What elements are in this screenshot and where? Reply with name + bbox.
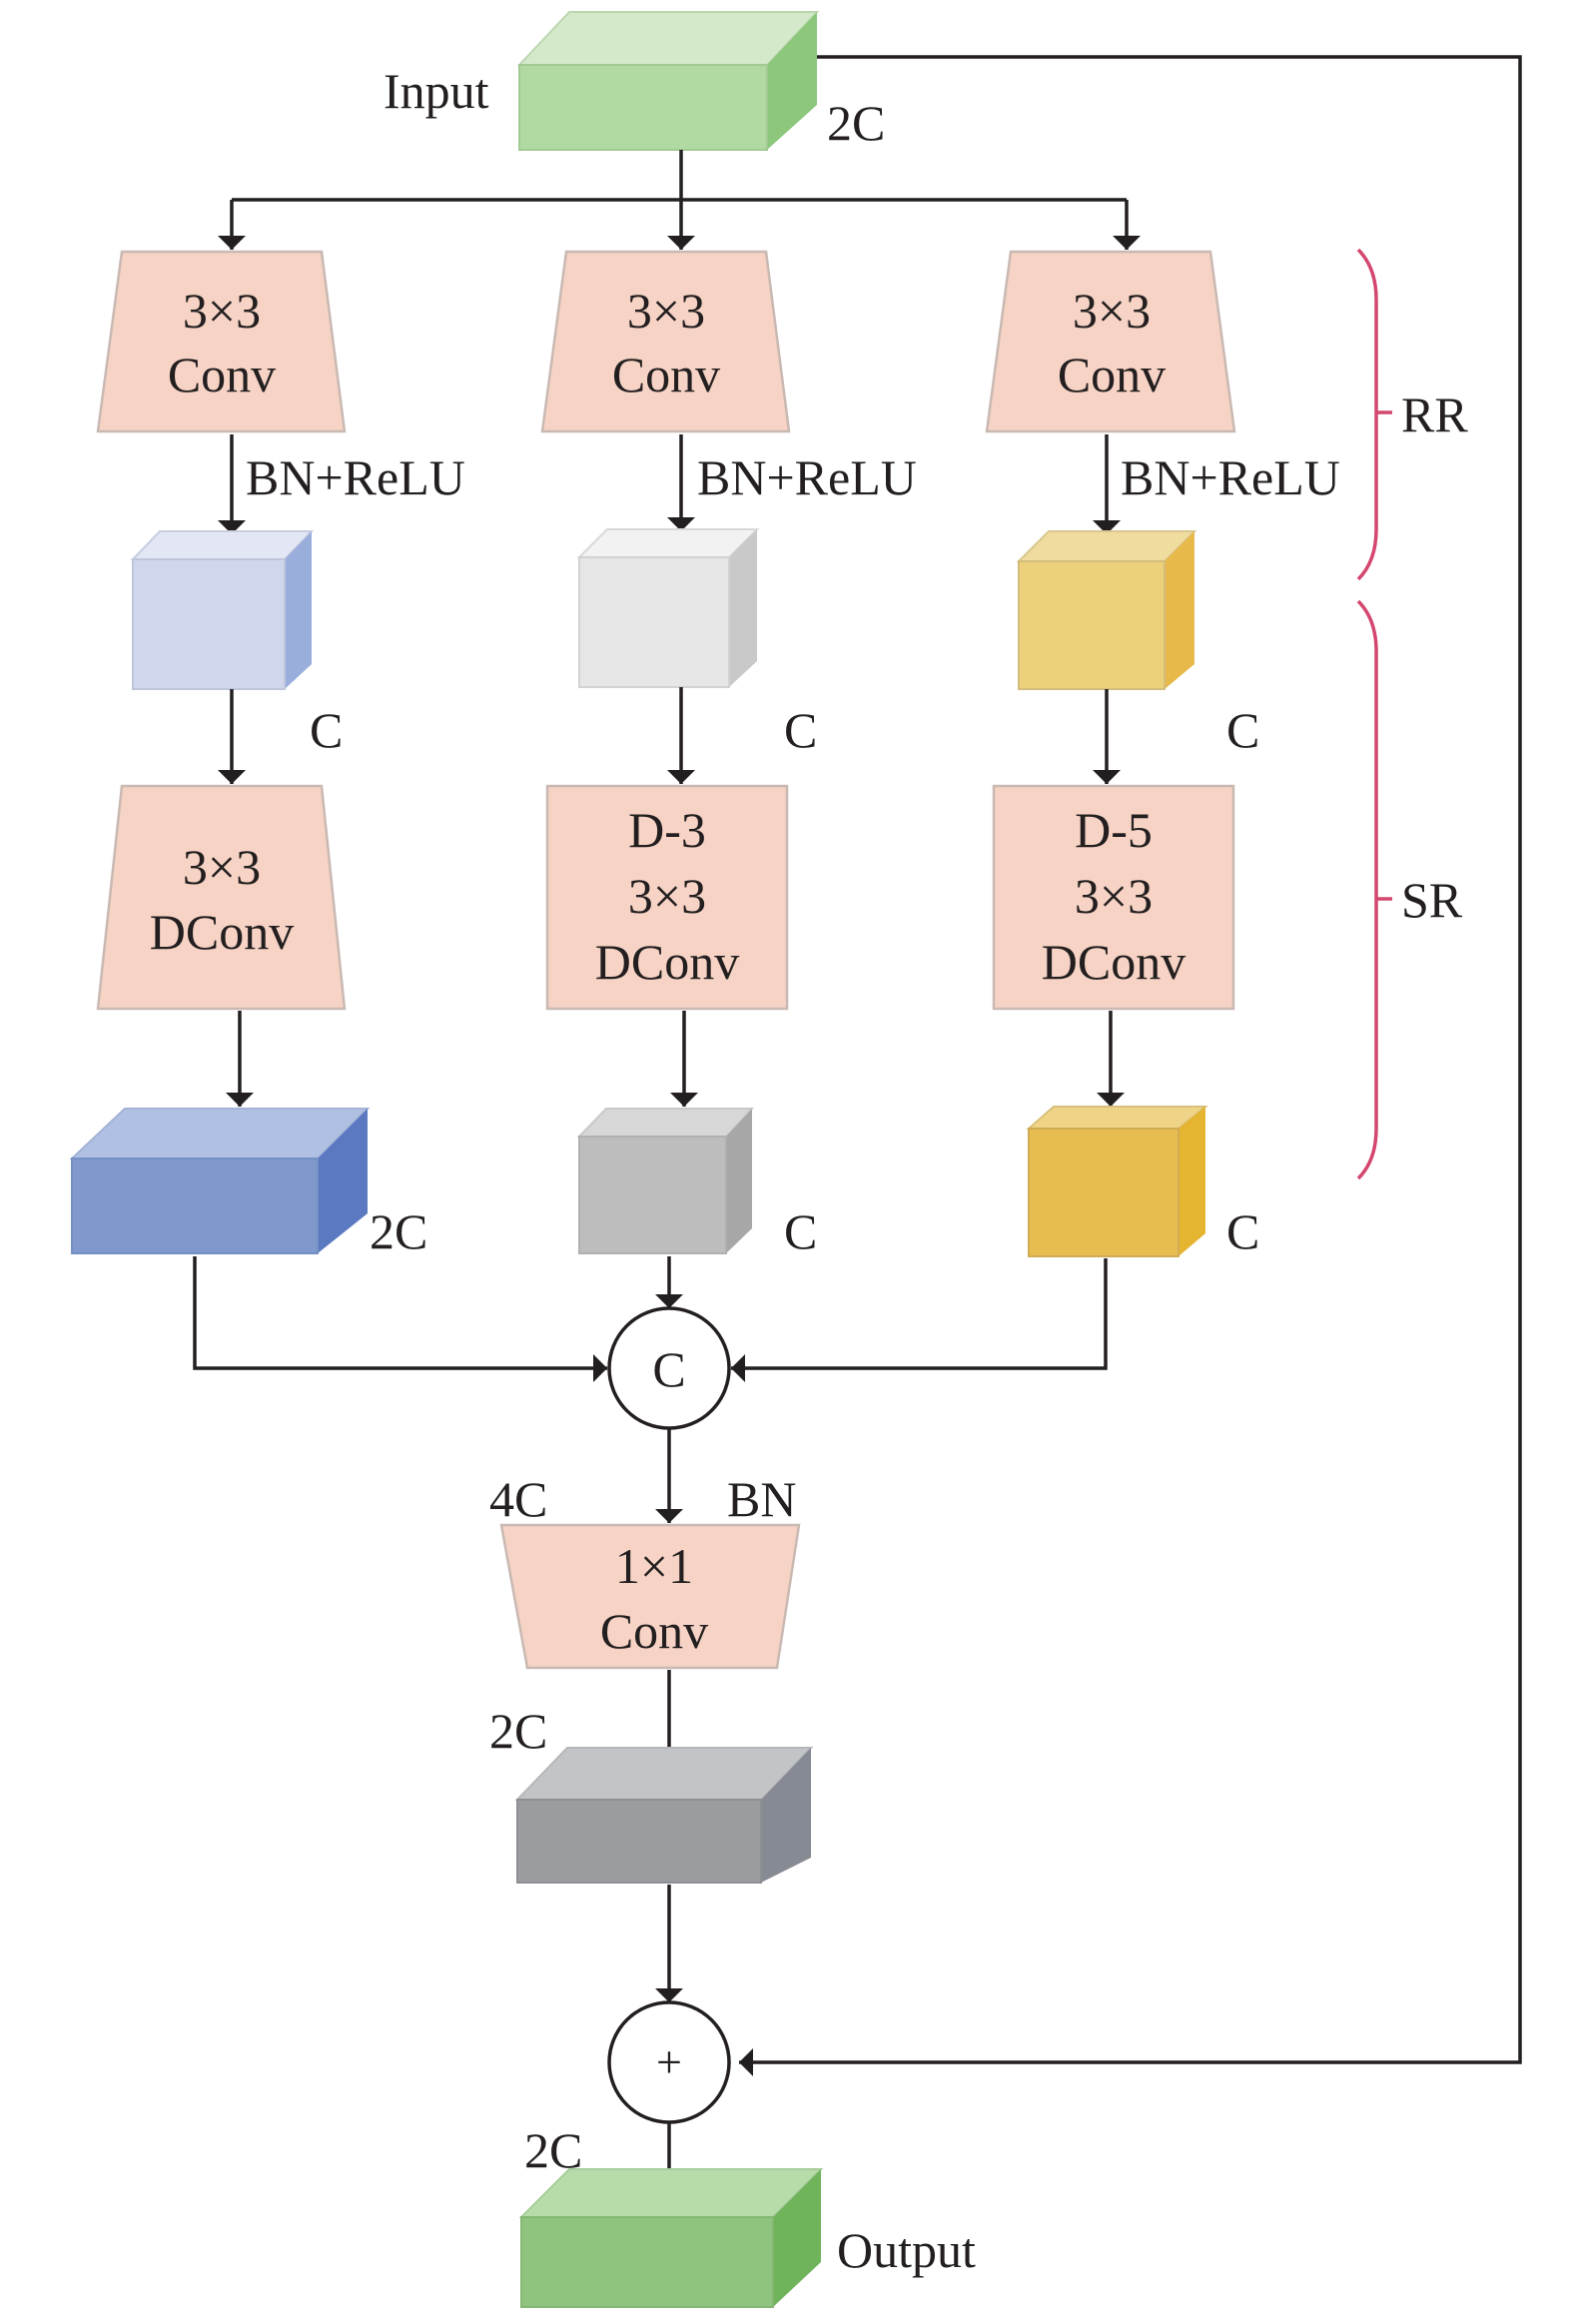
fuse-out-channels-label: 2C xyxy=(489,1703,547,1759)
conv-2-size-label: 3×3 xyxy=(627,283,705,339)
add-symbol: + xyxy=(656,2036,682,2087)
feature-cube-branch-2 xyxy=(576,528,760,688)
dconv-branch-2 xyxy=(545,784,789,1011)
dconv-3-type-label: DConv xyxy=(1042,934,1185,990)
dconv-2-dilation-label: D-3 xyxy=(628,802,706,858)
arrow-branch1-to-concat xyxy=(193,1256,607,1382)
activation-label-3: BN+ReLU xyxy=(1121,449,1340,505)
output-block-branch-1 xyxy=(69,1108,371,1254)
out-channels-branch-2: C xyxy=(784,1203,817,1259)
rr-label: RR xyxy=(1401,387,1468,442)
sr-bracket xyxy=(1356,599,1378,1180)
fuse-size-label: 1×1 xyxy=(615,1538,693,1594)
dconv-2-type-label: DConv xyxy=(595,934,739,990)
fuse-in-channels-label: 4C xyxy=(489,1471,547,1527)
dconv-3-dilation-label: D-5 xyxy=(1075,802,1153,858)
feature-cube-branch-1 xyxy=(130,530,315,690)
fuse-norm-label: BN xyxy=(727,1471,796,1527)
dconv-1-size-label: 3×3 xyxy=(183,839,261,895)
dconv-1-type-label: DConv xyxy=(150,904,294,960)
sr-label: SR xyxy=(1401,872,1463,928)
rr-bracket xyxy=(1356,248,1378,581)
dconv-3-size-label: 3×3 xyxy=(1075,868,1153,924)
output-block-branch-3 xyxy=(1026,1106,1208,1257)
fuse-type-label: Conv xyxy=(600,1603,708,1659)
conv-2-type-label: Conv xyxy=(612,347,720,402)
conv-3-size-label: 3×3 xyxy=(1073,283,1151,339)
dconv-branch-3 xyxy=(992,784,1235,1011)
conv-3-type-label: Conv xyxy=(1058,347,1166,402)
concat-symbol: C xyxy=(652,1341,685,1397)
dconv-2-size-label: 3×3 xyxy=(628,868,706,924)
input-channels-label: 2C xyxy=(827,95,885,151)
conv-3x3-branch-2 xyxy=(540,250,791,433)
conv-3x3-branch-3 xyxy=(985,250,1236,433)
input-block xyxy=(516,11,820,151)
channels-label-branch-3: C xyxy=(1226,702,1259,758)
dconv-branch-1 xyxy=(96,784,347,1011)
input-label: Input xyxy=(384,63,489,119)
fused-feature-block xyxy=(514,1747,814,1884)
output-block-branch-2 xyxy=(576,1108,755,1254)
conv-1-size-label: 3×3 xyxy=(183,283,261,339)
output-block xyxy=(518,2168,824,2308)
skip-connection-arrow xyxy=(739,55,1522,2076)
output-label: Output xyxy=(837,2222,976,2278)
channels-label-branch-2: C xyxy=(784,702,817,758)
out-channels-branch-1: 2C xyxy=(370,1203,427,1259)
conv-3x3-branch-1 xyxy=(96,250,347,433)
conv-1x1-fuse xyxy=(499,1523,801,1670)
feature-cube-branch-3 xyxy=(1016,530,1197,690)
channels-label-branch-1: C xyxy=(310,702,343,758)
activation-label-2: BN+ReLU xyxy=(697,449,917,505)
conv-1-type-label: Conv xyxy=(168,347,276,402)
arrow-branch3-to-concat xyxy=(731,1258,1108,1382)
activation-label-1: BN+ReLU xyxy=(246,449,465,505)
out-channels-branch-3: C xyxy=(1226,1203,1259,1259)
